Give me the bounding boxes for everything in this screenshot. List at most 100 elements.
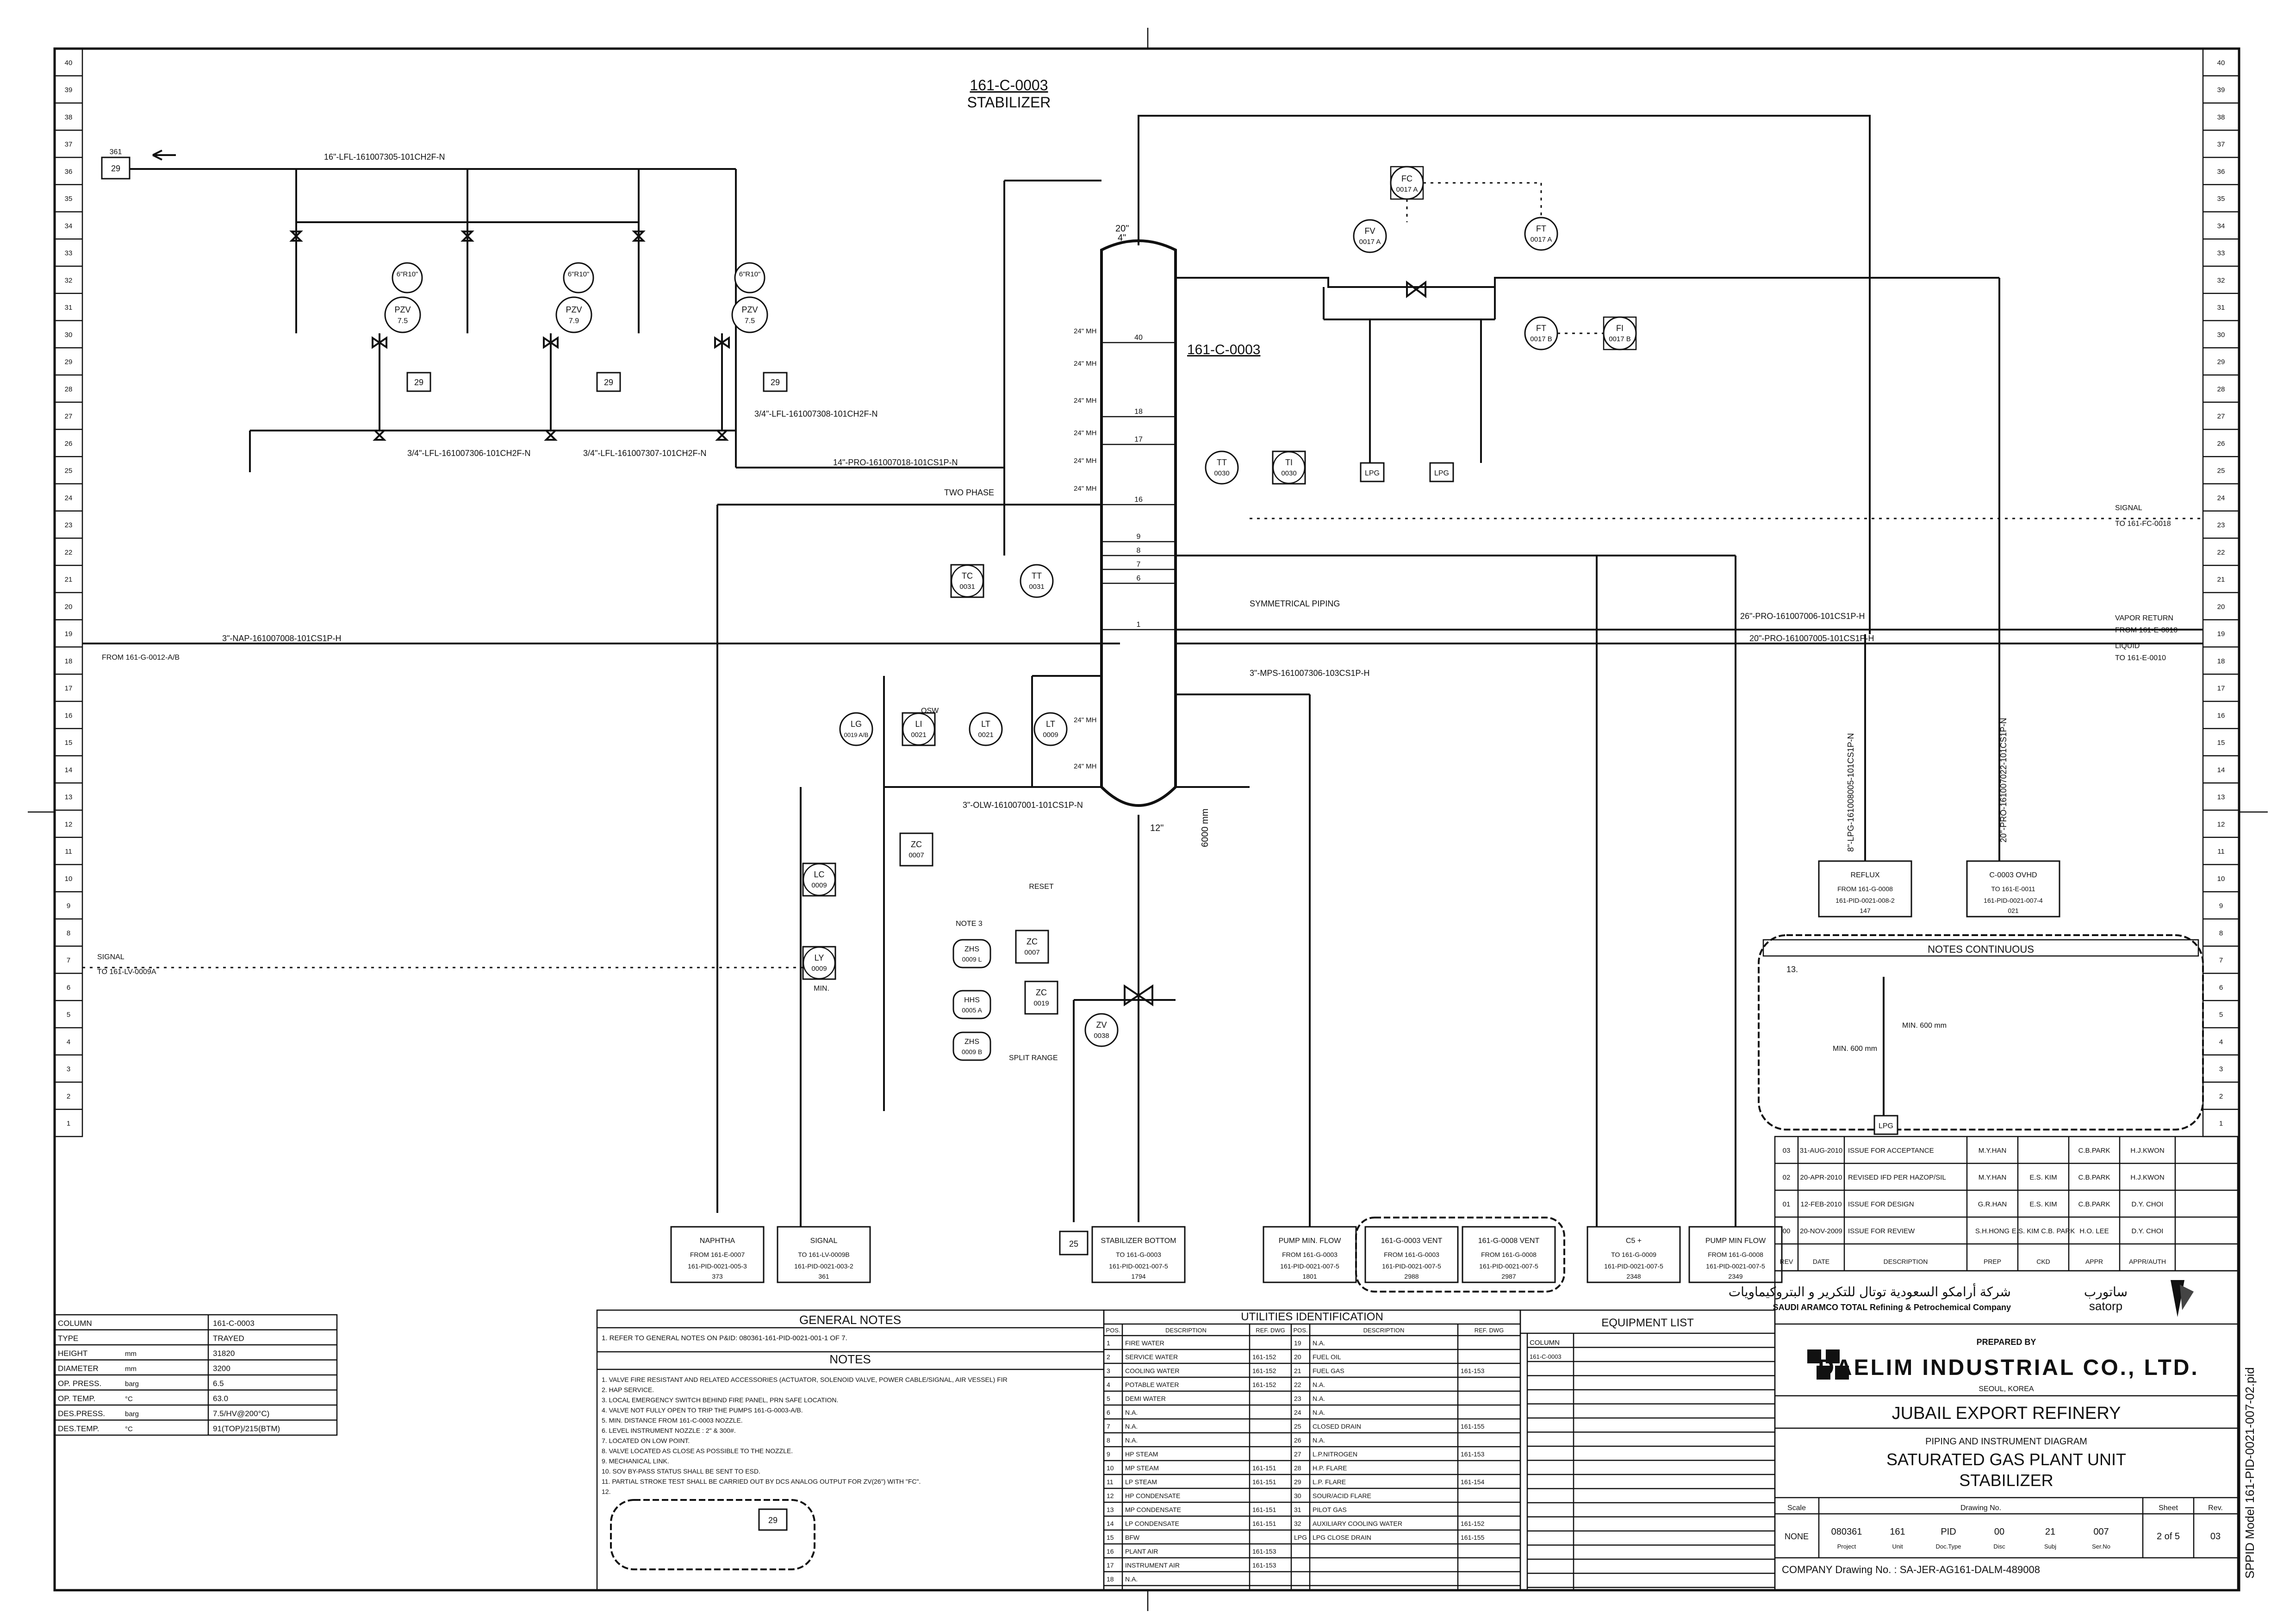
row-number: 38 xyxy=(2217,113,2225,121)
offpage-g0003-vent[interactable]: 161-G-0003 VENT FROM 161-G-0003 161-PID-… xyxy=(1364,1226,1459,1283)
manhole-label: 24" MH xyxy=(1074,762,1097,770)
row-number: 32 xyxy=(65,276,73,284)
bottom-zv-valve[interactable] xyxy=(1124,984,1153,1006)
lpg-drain-1[interactable] xyxy=(1360,462,1385,482)
row-number: 16 xyxy=(65,712,73,719)
tray-number: 18 xyxy=(1134,408,1143,416)
row-number: 27 xyxy=(2217,412,2225,420)
column-data-unit: °C xyxy=(125,1395,133,1403)
fi-0017b-bubble[interactable] xyxy=(1603,316,1637,350)
svg-text:C-0003 OVHD: C-0003 OVHD xyxy=(1989,871,2037,879)
ft-0017b-bubble[interactable] xyxy=(1524,316,1558,350)
lo-fb-valves[interactable] xyxy=(289,231,729,441)
offpage-naphtha[interactable]: NAPHTHA FROM 161-E-0007 161-PID-0021-005… xyxy=(670,1226,765,1283)
row-number: 35 xyxy=(65,195,73,203)
row-number: 18 xyxy=(2217,657,2225,665)
revision-cell: D.Y. CHOI xyxy=(2132,1227,2164,1235)
revision-cell: ISSUE FOR ACCEPTANCE xyxy=(1848,1147,1934,1155)
column-data-value: 7.5/HV@200°C) xyxy=(213,1409,269,1418)
offpage-25[interactable] xyxy=(1059,1230,1089,1255)
row-number: 31 xyxy=(2217,304,2225,312)
row-number: 39 xyxy=(65,86,73,94)
svg-text:OSW: OSW xyxy=(921,707,939,715)
note-item: 3. LOCAL EMERGENCY SWITCH BEHIND FIRE PA… xyxy=(602,1396,838,1404)
svg-text:361: 361 xyxy=(818,1273,829,1280)
row-number: 20 xyxy=(2217,603,2225,611)
svg-text:MIN. 600 mm: MIN. 600 mm xyxy=(1902,1022,1947,1030)
manhole-label: 24" MH xyxy=(1074,327,1097,335)
svg-text:6"R10": 6"R10" xyxy=(397,270,418,278)
offpage-c5[interactable]: C5 + TO 161-G-0009 161-PID-0021-007-5 23… xyxy=(1587,1226,1681,1283)
row-number: 14 xyxy=(2217,766,2225,774)
svg-text:0031: 0031 xyxy=(1029,583,1044,591)
offpage-top-left[interactable] xyxy=(101,156,131,180)
fv-0017a-bubble[interactable] xyxy=(1353,219,1387,253)
svg-text:0030: 0030 xyxy=(1214,469,1229,477)
svg-text:29: 29 xyxy=(771,378,780,387)
drawing-number-part-label: Subj xyxy=(2044,1543,2056,1550)
row-number: 34 xyxy=(2217,222,2225,230)
svg-text:29: 29 xyxy=(604,378,613,387)
revision-cell: H.O. LEE xyxy=(2079,1227,2109,1235)
note-item: 7. LOCATED ON LOW POINT. xyxy=(602,1437,690,1444)
row-index-right: 4039383736353433323130292827262524232221… xyxy=(2203,48,2239,1128)
pzv-0010[interactable]: PZV 7.9 xyxy=(543,296,592,349)
offpage-pump-min-flow[interactable]: PUMP MIN. FLOW FROM 161-G-0003 161-PID-0… xyxy=(1263,1226,1357,1283)
revision-header: APPR/AUTH xyxy=(2129,1258,2166,1265)
overhead-valve-fv[interactable] xyxy=(1406,281,1426,298)
utilities-cell: POTABLE WATER xyxy=(1125,1381,1179,1388)
svg-text:161-G-0008 VENT: 161-G-0008 VENT xyxy=(1478,1237,1540,1245)
offpage-reflux[interactable]: REFLUX FROM 161-G-0008 161-PID-0021-008-… xyxy=(1818,860,1912,918)
row-number: 4 xyxy=(2219,1038,2223,1046)
utilities-table: UTILITIES IDENTIFICATION POS.DESCRIPTION… xyxy=(1103,1309,1521,1591)
row-number: 18 xyxy=(65,657,73,665)
row-number: 4 xyxy=(67,1038,70,1046)
utilities-cell: 22 xyxy=(1294,1381,1301,1388)
utilities-cell: 7 xyxy=(1107,1423,1110,1430)
revision-cell: M.Y.HAN xyxy=(1979,1147,2007,1155)
offpage-c0003-ovhd[interactable]: C-0003 OVHD TO 161-E-0011 161-PID-0021-0… xyxy=(1966,860,2060,918)
pzv-0009[interactable]: PZV 7.5 xyxy=(372,296,421,349)
vent-label: 4" xyxy=(1118,233,1126,243)
svg-text:0017 A: 0017 A xyxy=(1359,238,1381,246)
utilities-cell: 161-151 xyxy=(1252,1464,1276,1472)
svg-text:3"-OLW-161007001-101CS1P-N: 3"-OLW-161007001-101CS1P-N xyxy=(963,800,1083,810)
offpage-signal[interactable]: SIGNAL TO 161-LV-0009B 161-PID-0021-003-… xyxy=(777,1226,871,1283)
ft-0017a-bubble[interactable] xyxy=(1524,217,1558,251)
offpage-pump-min-flow-2[interactable]: PUMP MIN FLOW FROM 161-G-0008 161-PID-00… xyxy=(1688,1226,1783,1283)
lpg-drain-2[interactable] xyxy=(1429,462,1454,482)
utilities-cell: COOLING WATER xyxy=(1125,1367,1179,1374)
svg-text:0021: 0021 xyxy=(978,731,993,739)
row-number: 19 xyxy=(65,630,73,638)
utilities-cell: FUEL GAS xyxy=(1313,1367,1344,1374)
pzv-0017[interactable]: PZV 7.5 xyxy=(714,296,768,349)
utilities-cell: 161-153 xyxy=(1461,1367,1485,1374)
row-number: 6 xyxy=(67,984,70,992)
offpage-stabilizer-bottom[interactable]: STABILIZER BOTTOM TO 161-G-0003 161-PID-… xyxy=(1091,1226,1186,1283)
note-item: 10. SOV BY-PASS STATUS SHALL BE SENT TO … xyxy=(602,1468,760,1475)
svg-text:FC: FC xyxy=(1401,174,1412,183)
row-number: 26 xyxy=(2217,440,2225,448)
svg-text:NAPHTHA: NAPHTHA xyxy=(700,1237,735,1245)
drawing-number-part: 007 xyxy=(2093,1527,2109,1537)
offpage-g0008-vent[interactable]: 161-G-0008 VENT FROM 161-G-0008 161-PID-… xyxy=(1462,1226,1556,1283)
row-number: 1 xyxy=(67,1120,70,1128)
